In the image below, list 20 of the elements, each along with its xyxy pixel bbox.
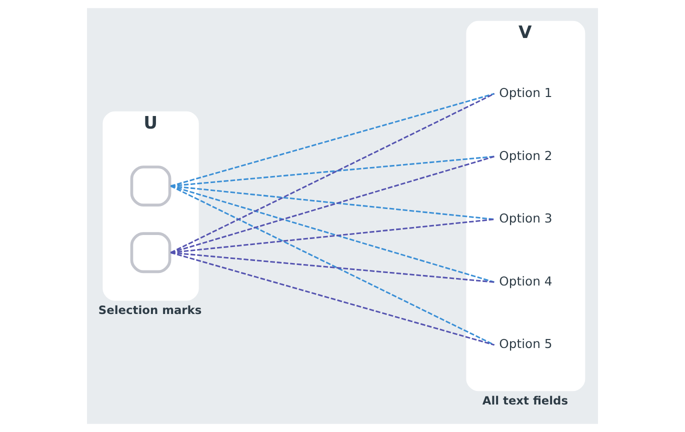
node-text: Option 4 xyxy=(499,274,552,288)
node-text: Option 3 xyxy=(499,212,552,226)
connector xyxy=(170,218,494,254)
node-label: All text fields xyxy=(482,394,568,408)
connector xyxy=(170,252,494,346)
connector xyxy=(170,185,494,220)
connector xyxy=(170,92,494,187)
connector xyxy=(170,252,494,283)
node-text: Option 5 xyxy=(499,337,552,352)
connector xyxy=(170,156,494,254)
node-box xyxy=(130,232,172,274)
connector xyxy=(170,93,495,254)
node-text: Option 1 xyxy=(499,86,552,100)
node-box xyxy=(130,166,172,206)
node-text: Option 2 xyxy=(499,148,552,163)
connector xyxy=(170,185,495,346)
node-label: Selection marks xyxy=(98,303,202,318)
cluster: U xyxy=(102,111,199,301)
connector xyxy=(170,156,494,187)
connector xyxy=(170,185,494,283)
